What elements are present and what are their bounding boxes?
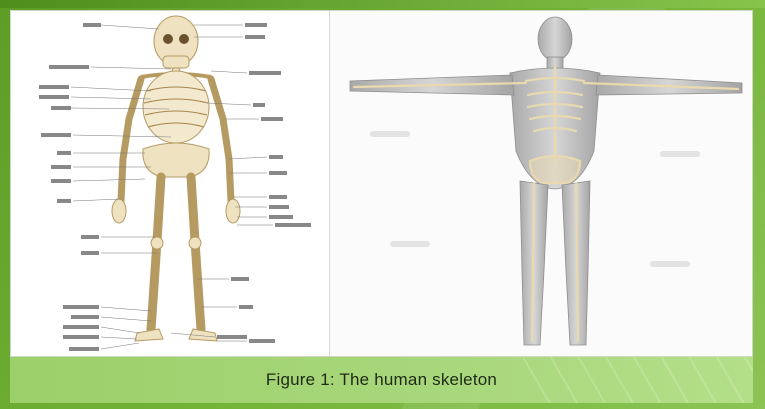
body-skeleton-illustration [330,11,752,356]
skeleton-diagram-image [11,11,330,356]
figure-frame [10,10,753,357]
slide-top-accent [0,0,765,8]
body-skeleton-overlay-image [330,11,752,356]
skeleton-diagram-illustration [11,11,329,356]
caption-band: Figure 1: The human skeleton [10,357,753,403]
figure-caption: Figure 1: The human skeleton [10,357,753,403]
